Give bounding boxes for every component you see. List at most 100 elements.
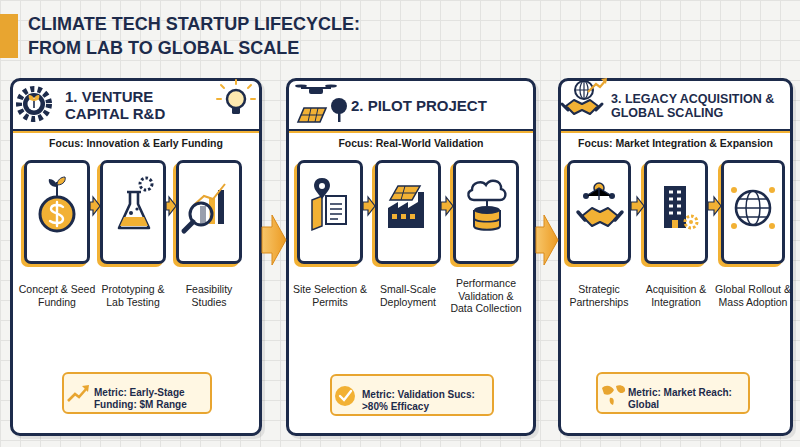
seed-coin-icon-part: [40, 197, 74, 231]
step-card: Global Rollout & Mass Adoption: [721, 160, 785, 264]
drone-solar-icon-part: [325, 84, 337, 87]
global-network-icon-part: [736, 191, 770, 225]
focus-text: Focus: Market Integration & Expansion: [565, 137, 786, 150]
drone-solar-icon-part: [298, 108, 326, 122]
stage-panel: 1. VENTURE CAPITAL R&DFocus: Innovation …: [10, 78, 262, 436]
feasibility-chart-icon: [184, 184, 225, 231]
factory-solar-icon-part: [410, 214, 415, 219]
partnership-icon-part: [583, 193, 589, 199]
step-arrow-shape: [441, 197, 453, 215]
step-label: Concept & Seed Funding: [17, 275, 97, 317]
stage-arrow: [536, 215, 558, 265]
world-map-icon: [602, 385, 625, 405]
cloud-database-icon-part: [486, 200, 488, 206]
world-map-icon-part: [602, 385, 625, 405]
step-label: Strategic Partnerships: [560, 275, 638, 317]
step-label: Site Selection & Permits: [290, 275, 370, 317]
step-arrow: [631, 197, 644, 215]
step-label: Global Rollout & Mass Adoption: [714, 275, 792, 317]
step-card: Small-Scale Deployment: [375, 160, 441, 264]
factory-solar-icon-part: [394, 186, 416, 200]
metric-box: Metric: Early-Stage Funding: $M Range: [62, 372, 212, 414]
step-arrow: [441, 197, 453, 215]
map-permit-icon-part: [326, 196, 346, 224]
map-permit-icon-part: [319, 183, 325, 189]
handshake-globe-icon-part: [575, 81, 593, 99]
partnership-icon-part: [582, 208, 618, 226]
check-circle-icon-part: [340, 391, 351, 400]
step-card: Acquisition & Integration: [644, 160, 708, 264]
stage-arrow-shape: [536, 215, 558, 265]
step-arrow-shape: [166, 197, 176, 215]
focus-text: Focus: Real-World Validation: [293, 137, 529, 150]
global-network-icon-part: [731, 187, 737, 193]
stage-heading: 2. PILOT PROJECT: [351, 85, 529, 127]
lightbulb-icon-part: [227, 90, 245, 108]
lightbulb-icon-part: [232, 107, 240, 114]
check-circle-icon-part: [335, 386, 355, 406]
building-icon-part: [669, 192, 681, 213]
cloud-database-icon-part: [474, 210, 500, 230]
factory-solar-icon-part: [390, 186, 420, 200]
handshake-globe-icon-part: [588, 80, 606, 92]
handshake-globe-icon-part: [580, 81, 588, 99]
partnership-icon-part: [594, 183, 604, 193]
building-icon-part: [664, 186, 686, 228]
partnership-icon-part: [609, 193, 615, 199]
gear-sprout-icon-part: [23, 93, 45, 115]
step-label: Prototyping & Lab Testing: [93, 275, 173, 317]
building-icon-part: [672, 220, 678, 228]
seed-coin-icon-part: [49, 179, 57, 187]
feasibility-chart-icon-part: [195, 184, 225, 204]
building-icon-part: [689, 220, 693, 224]
drone-solar-icon-part: [295, 84, 307, 87]
stage-heading: 1. VENTURE CAPITAL R&D: [65, 85, 197, 127]
cloud-database-icon-part: [468, 181, 505, 200]
map-permit-icon-part: [312, 196, 322, 230]
cloud-database-icon: [468, 181, 505, 230]
metric-text: Metric: Validation Sucs: >80% Efficacy: [362, 380, 492, 422]
trend-up-icon: [68, 385, 89, 401]
feasibility-chart-icon-part: [218, 190, 224, 224]
diagram-title: CLIMATE TECH STARTUP LIFECYCLE: FROM LAB…: [28, 12, 408, 60]
drone-solar-icon-part: [331, 98, 347, 114]
step-arrow-shape: [708, 197, 721, 215]
lab-flask-icon-part: [140, 178, 152, 190]
step-arrow: [166, 197, 176, 215]
stage-panel: 3. LEGACY ACQUISITION & GLOBAL SCALING Fo…: [558, 78, 793, 436]
seed-coin-icon-part: [56, 182, 58, 196]
step-card: Site Selection & Permits: [297, 160, 363, 264]
stage-panel: 2. PILOT PROJECT Focus: Real-World Valida…: [286, 78, 536, 436]
step-label: Small-Scale Deployment: [368, 275, 448, 317]
stage-arrow-shape: [262, 215, 286, 265]
handshake-globe-icon-part: [575, 81, 593, 99]
drone-solar-icon: [295, 84, 347, 122]
partnership-icon-part: [578, 212, 622, 220]
trend-up-icon-part: [68, 388, 87, 401]
global-network-icon-part: [731, 223, 737, 229]
factory-solar-icon-part: [401, 214, 406, 219]
step-label: Feasibility Studies: [169, 275, 249, 317]
building-icon: [664, 186, 697, 228]
stage-arrow: [262, 215, 286, 265]
metric-box: Metric: Market Reach: Global: [596, 372, 750, 414]
global-network-icon: [731, 187, 775, 229]
cloud-database-icon-part: [474, 206, 500, 214]
stage-heading: 3. LEGACY ACQUISITION & GLOBAL SCALING: [611, 85, 793, 127]
step-card: Concept & Seed Funding: [24, 160, 90, 264]
step-card: Prototyping & Lab Testing: [100, 160, 166, 264]
metric-box: Metric: Validation Sucs: >80% Efficacy: [330, 374, 494, 416]
map-permit-icon-part: [314, 178, 330, 199]
seed-coin-icon: [40, 177, 74, 231]
global-network-icon-part: [769, 187, 775, 193]
seed-coin-icon-part: [50, 202, 63, 226]
metric-text: Metric: Market Reach: Global: [628, 378, 748, 420]
lab-flask-icon-part: [135, 207, 138, 210]
step-card: Feasibility Studies: [176, 160, 242, 264]
step-card: Performance Validation & Data Collection: [453, 160, 519, 264]
feasibility-chart-icon-part: [190, 203, 212, 225]
drone-solar-icon-part: [309, 88, 323, 94]
step-arrow-shape: [363, 197, 375, 215]
